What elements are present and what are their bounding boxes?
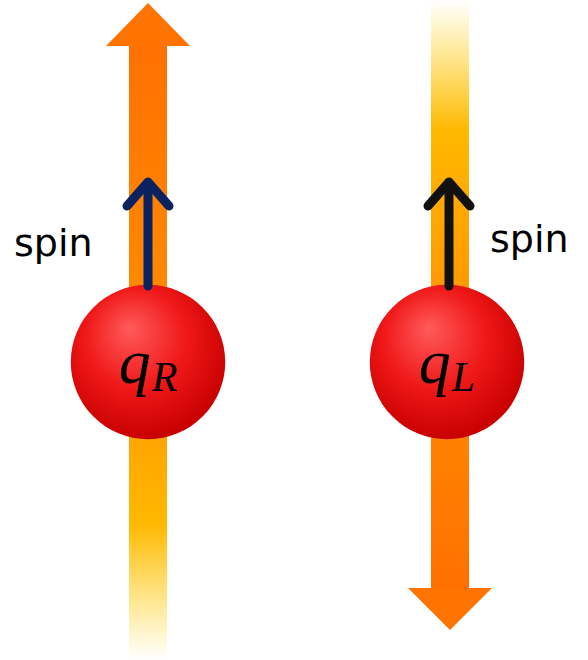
quark-symbol: qL [369, 284, 525, 440]
spin-label: spin [490, 220, 569, 258]
quark-circle: qL [369, 284, 525, 440]
momentum-arrowhead [408, 588, 492, 630]
quark-letter: q [419, 330, 451, 394]
quark-circle: qR [70, 284, 226, 440]
momentum-arrowhead [106, 3, 190, 46]
chirality-subscript: L [452, 356, 475, 398]
spin-arrow [428, 182, 470, 286]
spin-arrow [127, 182, 169, 286]
quark-letter: q [119, 330, 151, 394]
spin-label: spin [14, 224, 93, 262]
quark-symbol: qR [70, 284, 226, 440]
chirality-subscript: R [152, 356, 178, 398]
